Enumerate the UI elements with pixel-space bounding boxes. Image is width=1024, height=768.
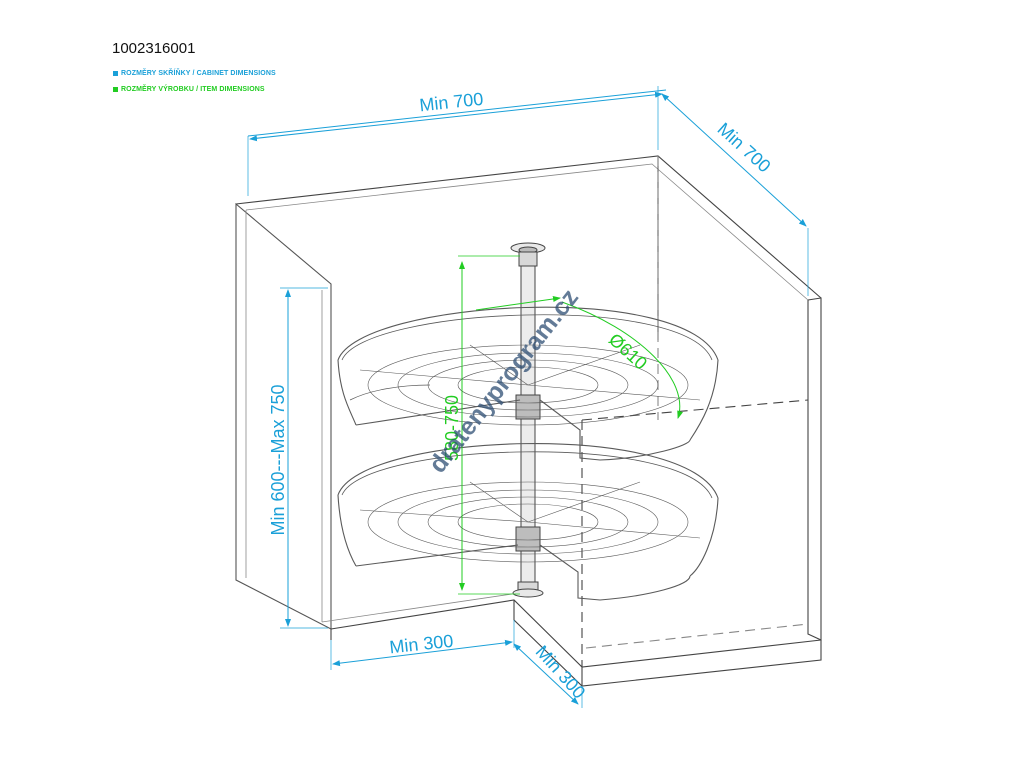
item-dimension-lines [458, 255, 683, 595]
dim-front-bottom: Min 300 [388, 631, 454, 658]
cabinet-dimension-lines [247, 86, 809, 708]
dim-height-left: Min 600---Max 750 [268, 384, 288, 535]
legend-cabinet-dimensions: ROZMĚRY SKŘÍŇKY / CABINET DIMENSIONS [113, 70, 276, 77]
legend-label: ROZMĚRY VÝROBKU / ITEM DIMENSIONS [121, 86, 265, 93]
product-code: 1002316001 [112, 40, 196, 57]
upper-basket [337, 306, 719, 461]
watermark: dratenyprogram.cz [423, 284, 584, 479]
dim-item-diameter: Ø610 [605, 329, 651, 373]
lower-basket [337, 443, 719, 601]
legend-label: ROZMĚRY SKŘÍŇKY / CABINET DIMENSIONS [121, 70, 276, 77]
dim-side-bottom: Min 300 [532, 641, 590, 702]
legend-swatch-cyan [113, 71, 118, 76]
legend-item-dimensions: ROZMĚRY VÝROBKU / ITEM DIMENSIONS [113, 86, 265, 93]
dim-item-height: 580-750 [442, 395, 462, 461]
center-pole [510, 242, 546, 598]
dim-depth-right: Min 700 [714, 119, 775, 177]
legend-swatch-green [113, 87, 118, 92]
